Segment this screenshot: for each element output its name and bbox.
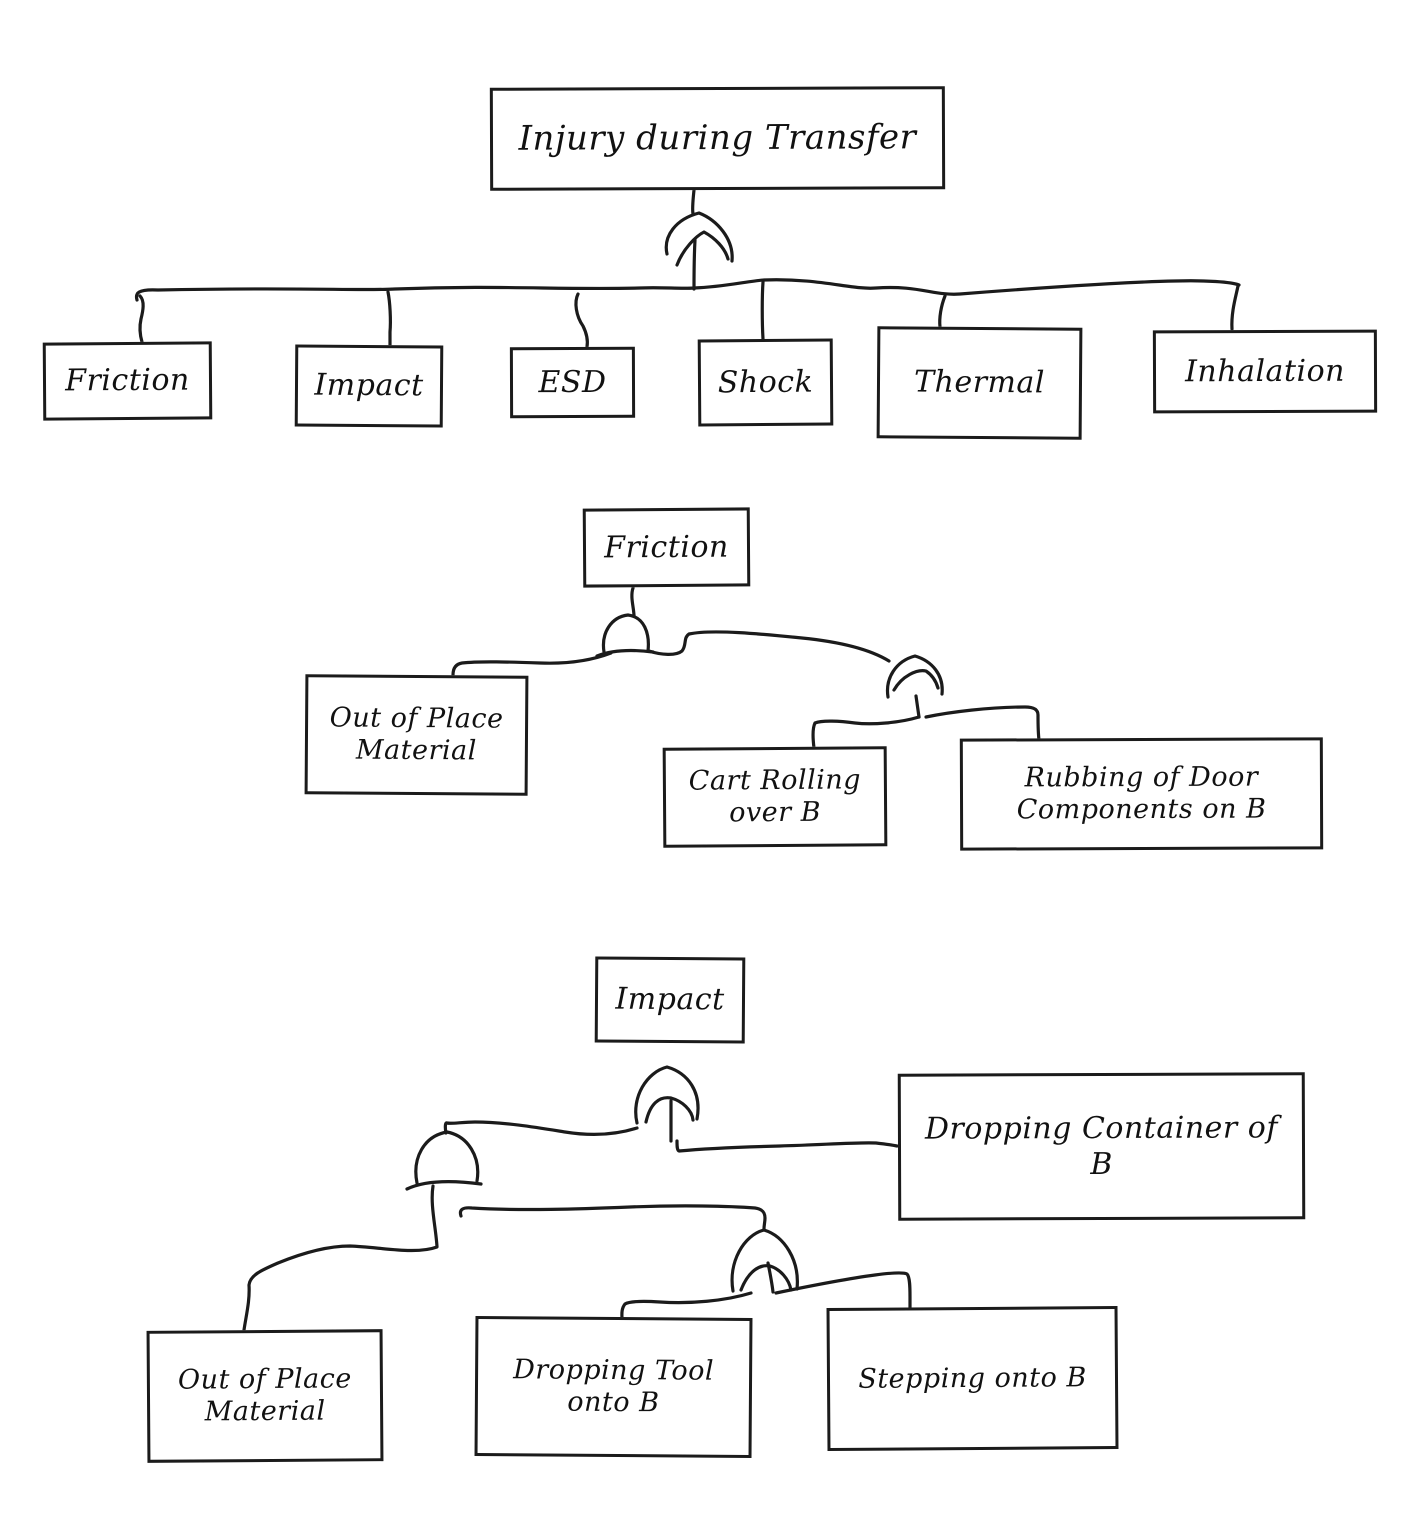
node-friction-root: Friction [582, 507, 751, 588]
node-category-thermal: Thermal [876, 326, 1083, 440]
and-gate-icon [595, 613, 655, 658]
node-category-friction: Friction [42, 341, 213, 421]
or-gate-icon [634, 1065, 700, 1143]
friction-root-connector [630, 586, 636, 618]
branch-line [134, 278, 1241, 349]
node-cart-rolling-over-b: Cart Rolling over B [662, 746, 888, 848]
or-gate-icon [664, 211, 734, 267]
node-stepping-onto-b: Stepping onto B [826, 1305, 1119, 1452]
node-category-esd: ESD [509, 346, 636, 419]
top-event-connector [690, 188, 697, 291]
node-dropping-tool-onto-b: Dropping Tool onto B [474, 1316, 753, 1458]
or-gate-icon [885, 654, 944, 719]
friction-branch-lines [451, 630, 891, 677]
friction-leaf-connectors [811, 705, 1041, 750]
impact-lower-connectors [242, 1184, 767, 1332]
impact-leaf-connectors [620, 1271, 912, 1321]
node-rubbing-of-door-components: Rubbing of Door Components on B [959, 737, 1324, 851]
node-category-impact: Impact [294, 344, 444, 428]
node-out-of-place-material-1: Out of Place Material [304, 674, 529, 796]
impact-branch-lines [443, 1120, 899, 1153]
and-gate-icon [405, 1130, 483, 1191]
node-dropping-container-of-b: Dropping Container of B [897, 1072, 1306, 1221]
node-top-event: Injury during Transfer [489, 86, 946, 191]
node-impact-root: Impact [594, 956, 746, 1044]
or-gate-icon [730, 1228, 799, 1294]
node-category-inhalation: Inhalation [1152, 329, 1378, 414]
node-category-shock: Shock [697, 338, 834, 427]
node-out-of-place-material-2: Out of Place Material [146, 1329, 384, 1463]
